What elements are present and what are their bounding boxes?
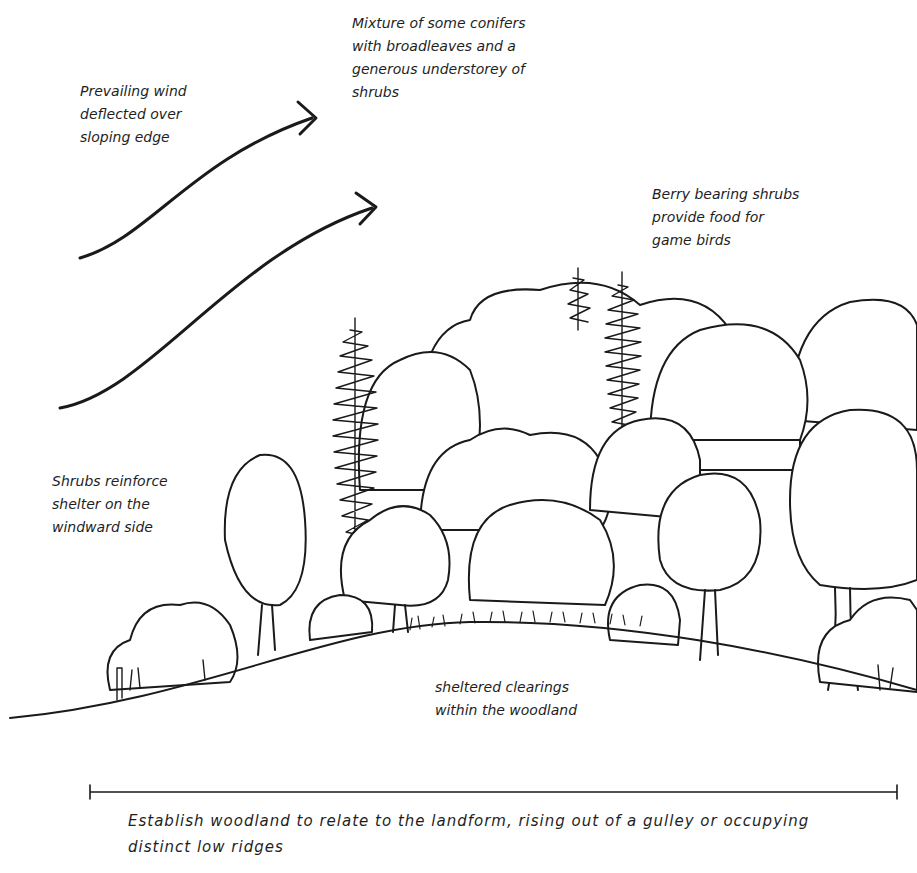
broadleaf-tree — [790, 410, 917, 589]
tree-canopy — [469, 500, 614, 605]
tree-trunk — [258, 605, 275, 655]
tree-trunk — [700, 590, 718, 660]
shrub-stems — [878, 665, 893, 690]
arrow-head — [298, 102, 316, 134]
annotation-note: Establish woodland to relate to the land… — [128, 808, 868, 860]
shrub — [818, 598, 917, 693]
broadleaf-tree — [225, 455, 306, 606]
extent-line — [90, 785, 897, 799]
annotation-note: Mixture of some conifers with broadleave… — [352, 12, 547, 104]
annotation-note: Prevailing wind deflected over sloping e… — [80, 80, 210, 149]
grass-tufts — [410, 611, 642, 630]
broadleaf-tree — [341, 506, 450, 606]
broadleaf-tree — [658, 473, 760, 590]
annotation-note: sheltered clearings within the woodland — [435, 676, 615, 722]
fence-post — [117, 668, 122, 700]
shrub-stems — [130, 660, 205, 690]
wind-arrow — [60, 208, 372, 408]
shrub — [309, 595, 372, 640]
annotation-note: Berry bearing shrubs provide food for ga… — [652, 183, 802, 252]
annotation-note: Shrubs reinforce shelter on the windward… — [52, 470, 180, 539]
arrow-head — [356, 193, 376, 224]
conifer-tree — [568, 268, 590, 330]
